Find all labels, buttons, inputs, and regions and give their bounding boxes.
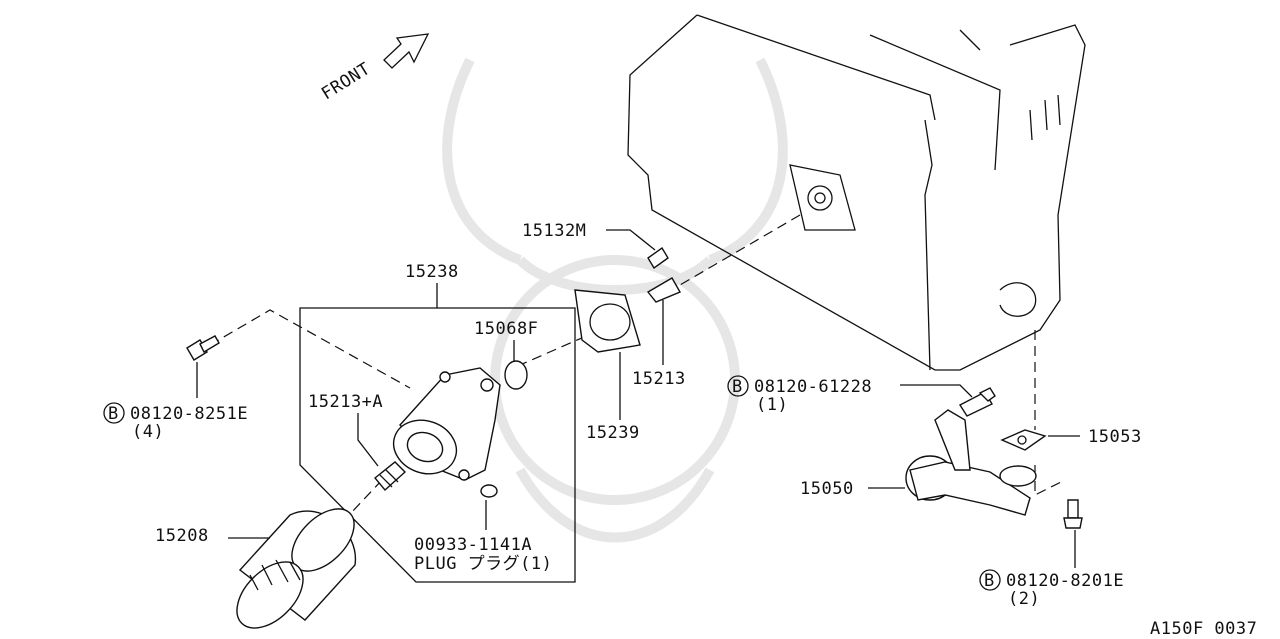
callout-08120-8251E: 08120-8251E <box>130 404 248 424</box>
bolt-left <box>186 335 220 361</box>
callout-00933-1141A: 00933-1141A <box>414 535 532 555</box>
plug-part <box>480 484 498 498</box>
callout-qty-2: (2) <box>1008 589 1040 609</box>
bolt-marker-right: B <box>979 569 1001 591</box>
o-ring <box>504 360 528 390</box>
bolt-upper-right <box>958 387 996 417</box>
callout-15238: 15238 <box>405 262 459 282</box>
connector-15213-part <box>646 277 682 303</box>
figure-code: A150F 0037 <box>1150 619 1257 639</box>
callout-15213A: 15213+A <box>308 392 383 412</box>
callout-15213: 15213 <box>632 369 686 389</box>
bracket-kit-outline <box>299 307 576 583</box>
callout-15053: 15053 <box>1088 427 1142 447</box>
callout-15050: 15050 <box>800 479 854 499</box>
engine-block <box>627 14 1086 371</box>
bolt-marker-left: B <box>103 402 125 424</box>
bolt-marker-text: B <box>108 404 119 424</box>
callout-08120-8201E: 08120-8201E <box>1006 571 1124 591</box>
bolt-marker-mid: B <box>727 375 749 397</box>
callout-15132M: 15132M <box>522 221 586 241</box>
oil-filter <box>236 508 356 629</box>
leader-lines <box>196 229 1080 568</box>
callout-08120-61228: 08120-61228 <box>754 377 872 397</box>
connector-part <box>374 461 407 492</box>
callout-15068F: 15068F <box>474 319 538 339</box>
oil-filter-bracket <box>392 367 501 481</box>
front-arrow-icon <box>383 33 430 69</box>
strainer-gasket <box>1000 429 1047 451</box>
callout-qty-4: (4) <box>132 422 164 442</box>
bolt-lower-right <box>1063 499 1083 529</box>
callout-15208: 15208 <box>155 526 209 546</box>
stud-part <box>647 246 669 270</box>
bolt-marker-text: B <box>984 571 995 591</box>
assembly-lines <box>209 214 1066 531</box>
bolt-marker-text: B <box>732 377 743 397</box>
callout-plug: PLUG プラグ(1) <box>414 554 552 574</box>
oil-strainer <box>905 409 1037 516</box>
front-label: FRONT <box>318 59 374 104</box>
gasket-part <box>574 289 641 353</box>
callout-15239: 15239 <box>586 423 640 443</box>
callout-qty-1: (1) <box>756 395 788 415</box>
